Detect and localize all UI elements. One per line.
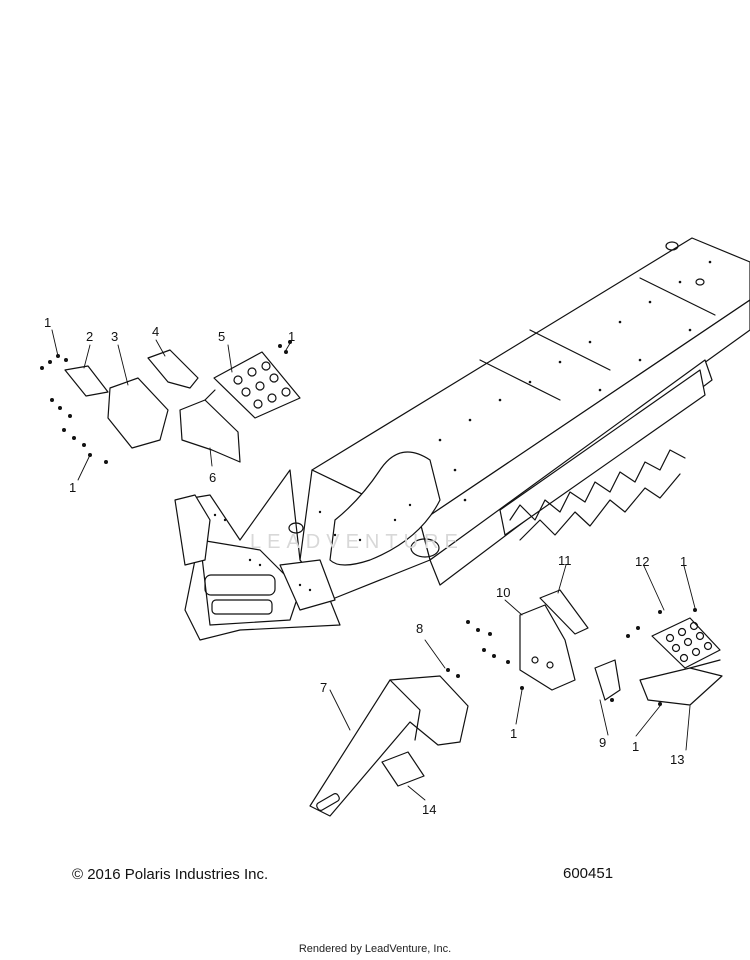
callout-8: 8	[416, 621, 423, 636]
callout-10: 10	[496, 585, 510, 600]
bracket-part-6	[179, 399, 241, 463]
decal-part-14	[381, 751, 425, 787]
callout-7: 7	[320, 680, 327, 695]
mount-part-11	[539, 589, 589, 635]
callout-12: 12	[635, 554, 649, 569]
callout-3: 3	[111, 329, 118, 344]
bracket-part-2	[64, 365, 109, 397]
callout-5: 5	[218, 329, 225, 344]
perforated-plate-part-12	[651, 617, 721, 669]
leader-lines	[51, 329, 696, 801]
bracket-part-3	[107, 377, 169, 449]
callout-9: 9	[599, 735, 606, 750]
callout-4: 4	[152, 324, 159, 339]
figure-number: 600451	[563, 865, 614, 882]
callout-13: 13	[670, 752, 684, 767]
callout-1-right-top: 1	[680, 554, 687, 569]
callout-1-center-bottom: 1	[510, 726, 517, 741]
fasteners-cluster-left	[40, 340, 292, 464]
callout-1-right-bottom: 1	[632, 739, 639, 754]
bracket-part-10	[519, 604, 576, 691]
callout-1-top-left: 1	[44, 315, 51, 330]
copyright-text: © 2016 Polaris Industries Inc.	[72, 866, 269, 883]
callout-6: 6	[209, 470, 216, 485]
perforated-plate-part-5	[213, 351, 301, 419]
running-board	[429, 359, 713, 586]
callout-labels: 1 2 3 4 5 1 1 6 7 8 9 10 11 12 1 1 1 13 …	[44, 315, 687, 817]
chassis-tunnel	[299, 237, 750, 601]
mount-part-4	[147, 349, 199, 389]
callout-14: 14	[422, 802, 436, 817]
bulkhead-frame	[174, 451, 441, 641]
callout-11: 11	[558, 553, 572, 568]
callout-2: 2	[86, 329, 93, 344]
watermark: LEADVENTURE	[250, 531, 464, 553]
callout-1-lower-left: 1	[69, 480, 76, 495]
bracket-part-9	[594, 659, 621, 701]
callout-1-upper-right-cluster: 1	[288, 329, 295, 344]
fasteners-cluster-right	[446, 608, 697, 706]
foot-bracket-part-13	[639, 667, 723, 706]
cover-part-7	[309, 675, 469, 817]
render-credit: Rendered by LeadVenture, Inc.	[298, 943, 452, 955]
